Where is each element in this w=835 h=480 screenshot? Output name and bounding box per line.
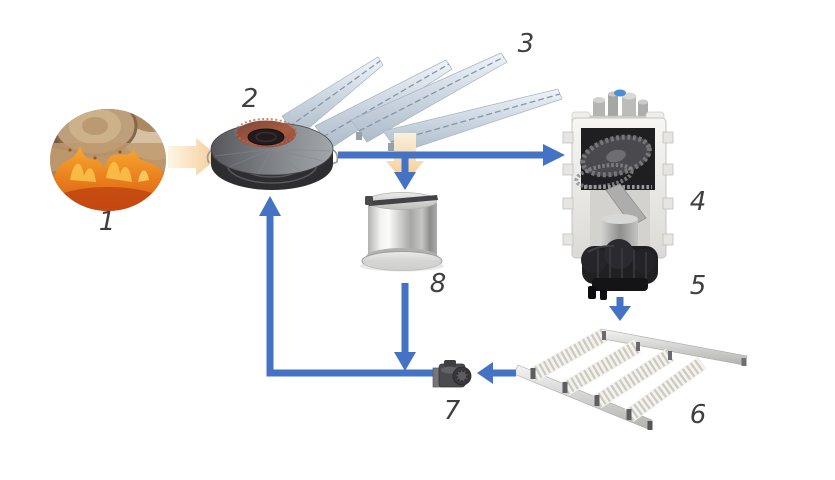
heat-arrow-biomass-to-burner	[168, 138, 219, 176]
burner-heat-exchanger	[206, 118, 339, 190]
radiator-fins	[529, 328, 707, 423]
component-label-7: 7	[443, 396, 461, 426]
stirling-engine-cutaway	[562, 89, 674, 300]
engine-cutaway-window	[574, 128, 655, 190]
flow-arrows	[259, 144, 631, 384]
generator-unit	[581, 239, 658, 300]
component-label-5: 5	[689, 271, 707, 301]
component-label-4: 4	[689, 187, 707, 217]
circulation-pump	[432, 360, 472, 388]
component-label-6: 6	[689, 400, 707, 430]
component-label-1: 1	[98, 207, 116, 237]
component-label-3: 3	[517, 29, 535, 59]
heat-rejection-radiator	[513, 328, 748, 430]
component-label-2: 2	[241, 84, 259, 114]
engine-side-flanges	[562, 131, 674, 246]
solar-trough-row	[350, 52, 508, 143]
storage-tank	[360, 192, 444, 272]
solar-trough-row	[382, 88, 563, 154]
solar-collector-array	[281, 52, 563, 154]
component-label-8: 8	[429, 269, 447, 299]
